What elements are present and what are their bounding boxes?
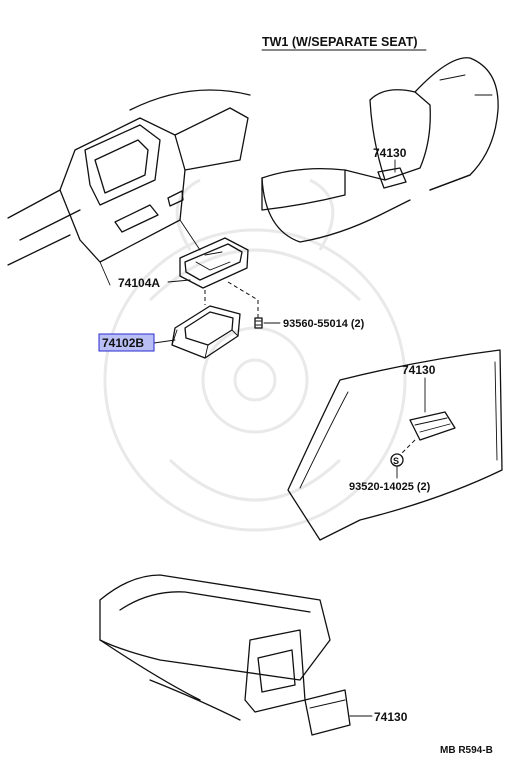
leader-74104A — [167, 279, 191, 283]
label-74104A: 74104A — [118, 276, 160, 290]
door-panel-illustration — [287, 349, 503, 541]
part-74102B-ashtray — [171, 305, 241, 359]
rear-console-illustration — [99, 574, 331, 721]
screw-icon — [254, 317, 263, 329]
label-74130-seat: 74130 — [373, 146, 407, 160]
center-console-illustration — [7, 89, 251, 286]
header-title: TW1 (W/SEPARATE SEAT) — [262, 35, 418, 49]
assembly-line-tray — [204, 281, 259, 318]
label-74130-door: 74130 — [402, 363, 436, 377]
assembly-line-door — [399, 439, 416, 456]
label-93520-14025: 93520-14025 (2) — [349, 481, 431, 493]
screw-s-icon: S — [390, 453, 404, 467]
svg-text:S: S — [393, 456, 399, 466]
label-93560-55014: 93560-55014 (2) — [283, 318, 365, 330]
part-74130-rear-ashtray — [304, 689, 351, 736]
footer-code: MB R594-B — [440, 745, 493, 756]
label-74102B: 74102B — [102, 336, 144, 350]
label-74102B-highlight — [98, 333, 155, 352]
leader-74102B — [153, 339, 176, 344]
watermark-emblem — [103, 178, 407, 532]
label-74130-rear: 74130 — [374, 710, 408, 724]
seat-illustration — [261, 57, 499, 243]
part-74104A-tray — [179, 237, 249, 289]
